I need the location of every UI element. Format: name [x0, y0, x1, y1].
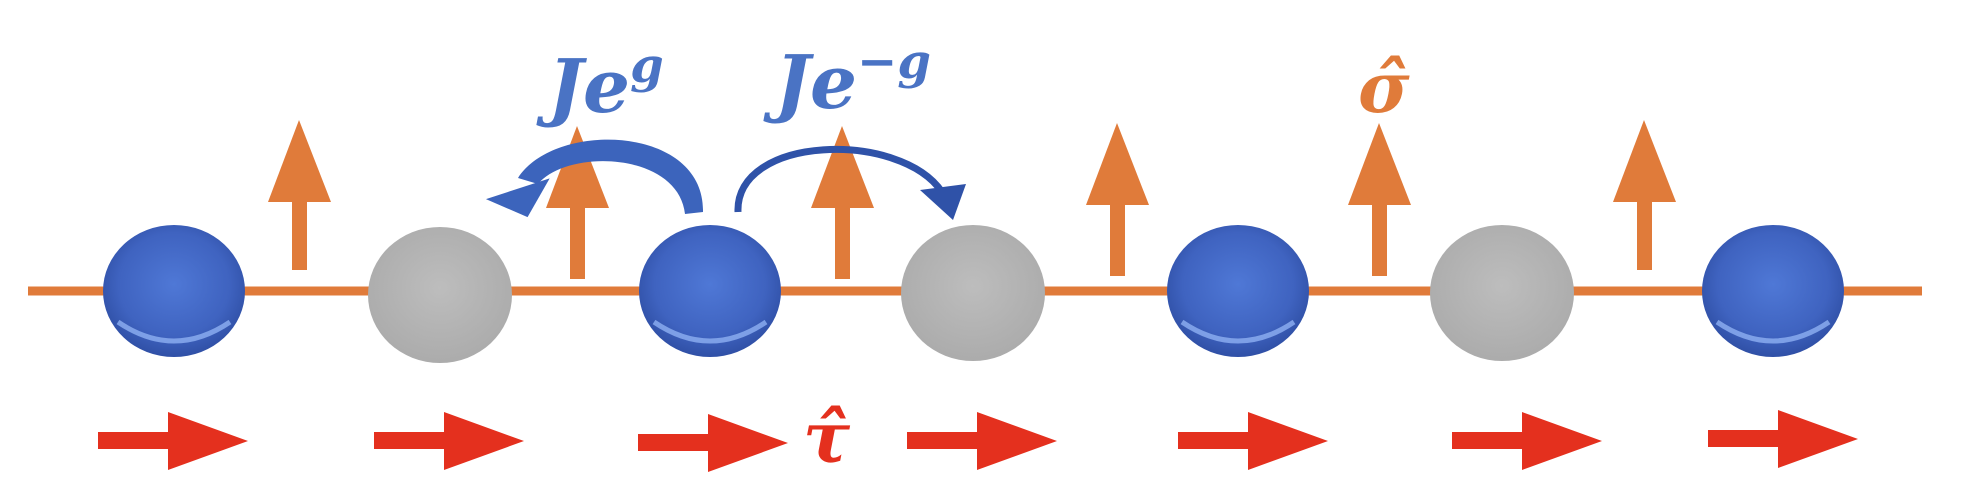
field-arrow-right	[1452, 412, 1602, 470]
hop-arrow-right	[734, 145, 966, 220]
spin-arrow-up	[546, 126, 609, 279]
empty-site	[1430, 225, 1574, 361]
field-arrows	[98, 410, 1858, 472]
field-arrow-right	[1708, 410, 1858, 468]
field-arrow-right	[374, 412, 524, 470]
field-arrow-right	[1178, 412, 1328, 470]
spin-arrow-up	[268, 120, 331, 270]
hop-arrow-left	[485, 139, 704, 218]
field-arrow-right	[98, 412, 248, 470]
spin-arrow-up	[1348, 123, 1411, 276]
occupied-site	[103, 225, 245, 357]
tau-label: τ̂	[803, 396, 851, 479]
empty-site	[368, 227, 512, 363]
occupied-site	[639, 225, 781, 357]
spin-arrow-up	[1613, 120, 1676, 270]
occupied-site	[1167, 225, 1309, 357]
spin-arrows	[268, 120, 1676, 279]
sigma-label: σ̂	[1358, 46, 1410, 129]
occupied-site	[1702, 225, 1844, 357]
hop-right-label: Je−g	[763, 34, 931, 126]
hop-left-label: Jeg	[536, 38, 664, 130]
empty-site	[901, 225, 1045, 361]
spin-arrow-up	[811, 126, 874, 279]
lattice-sites	[103, 225, 1844, 363]
field-arrow-right	[638, 414, 788, 472]
spin-arrow-up	[1086, 123, 1149, 276]
field-arrow-right	[907, 412, 1057, 470]
